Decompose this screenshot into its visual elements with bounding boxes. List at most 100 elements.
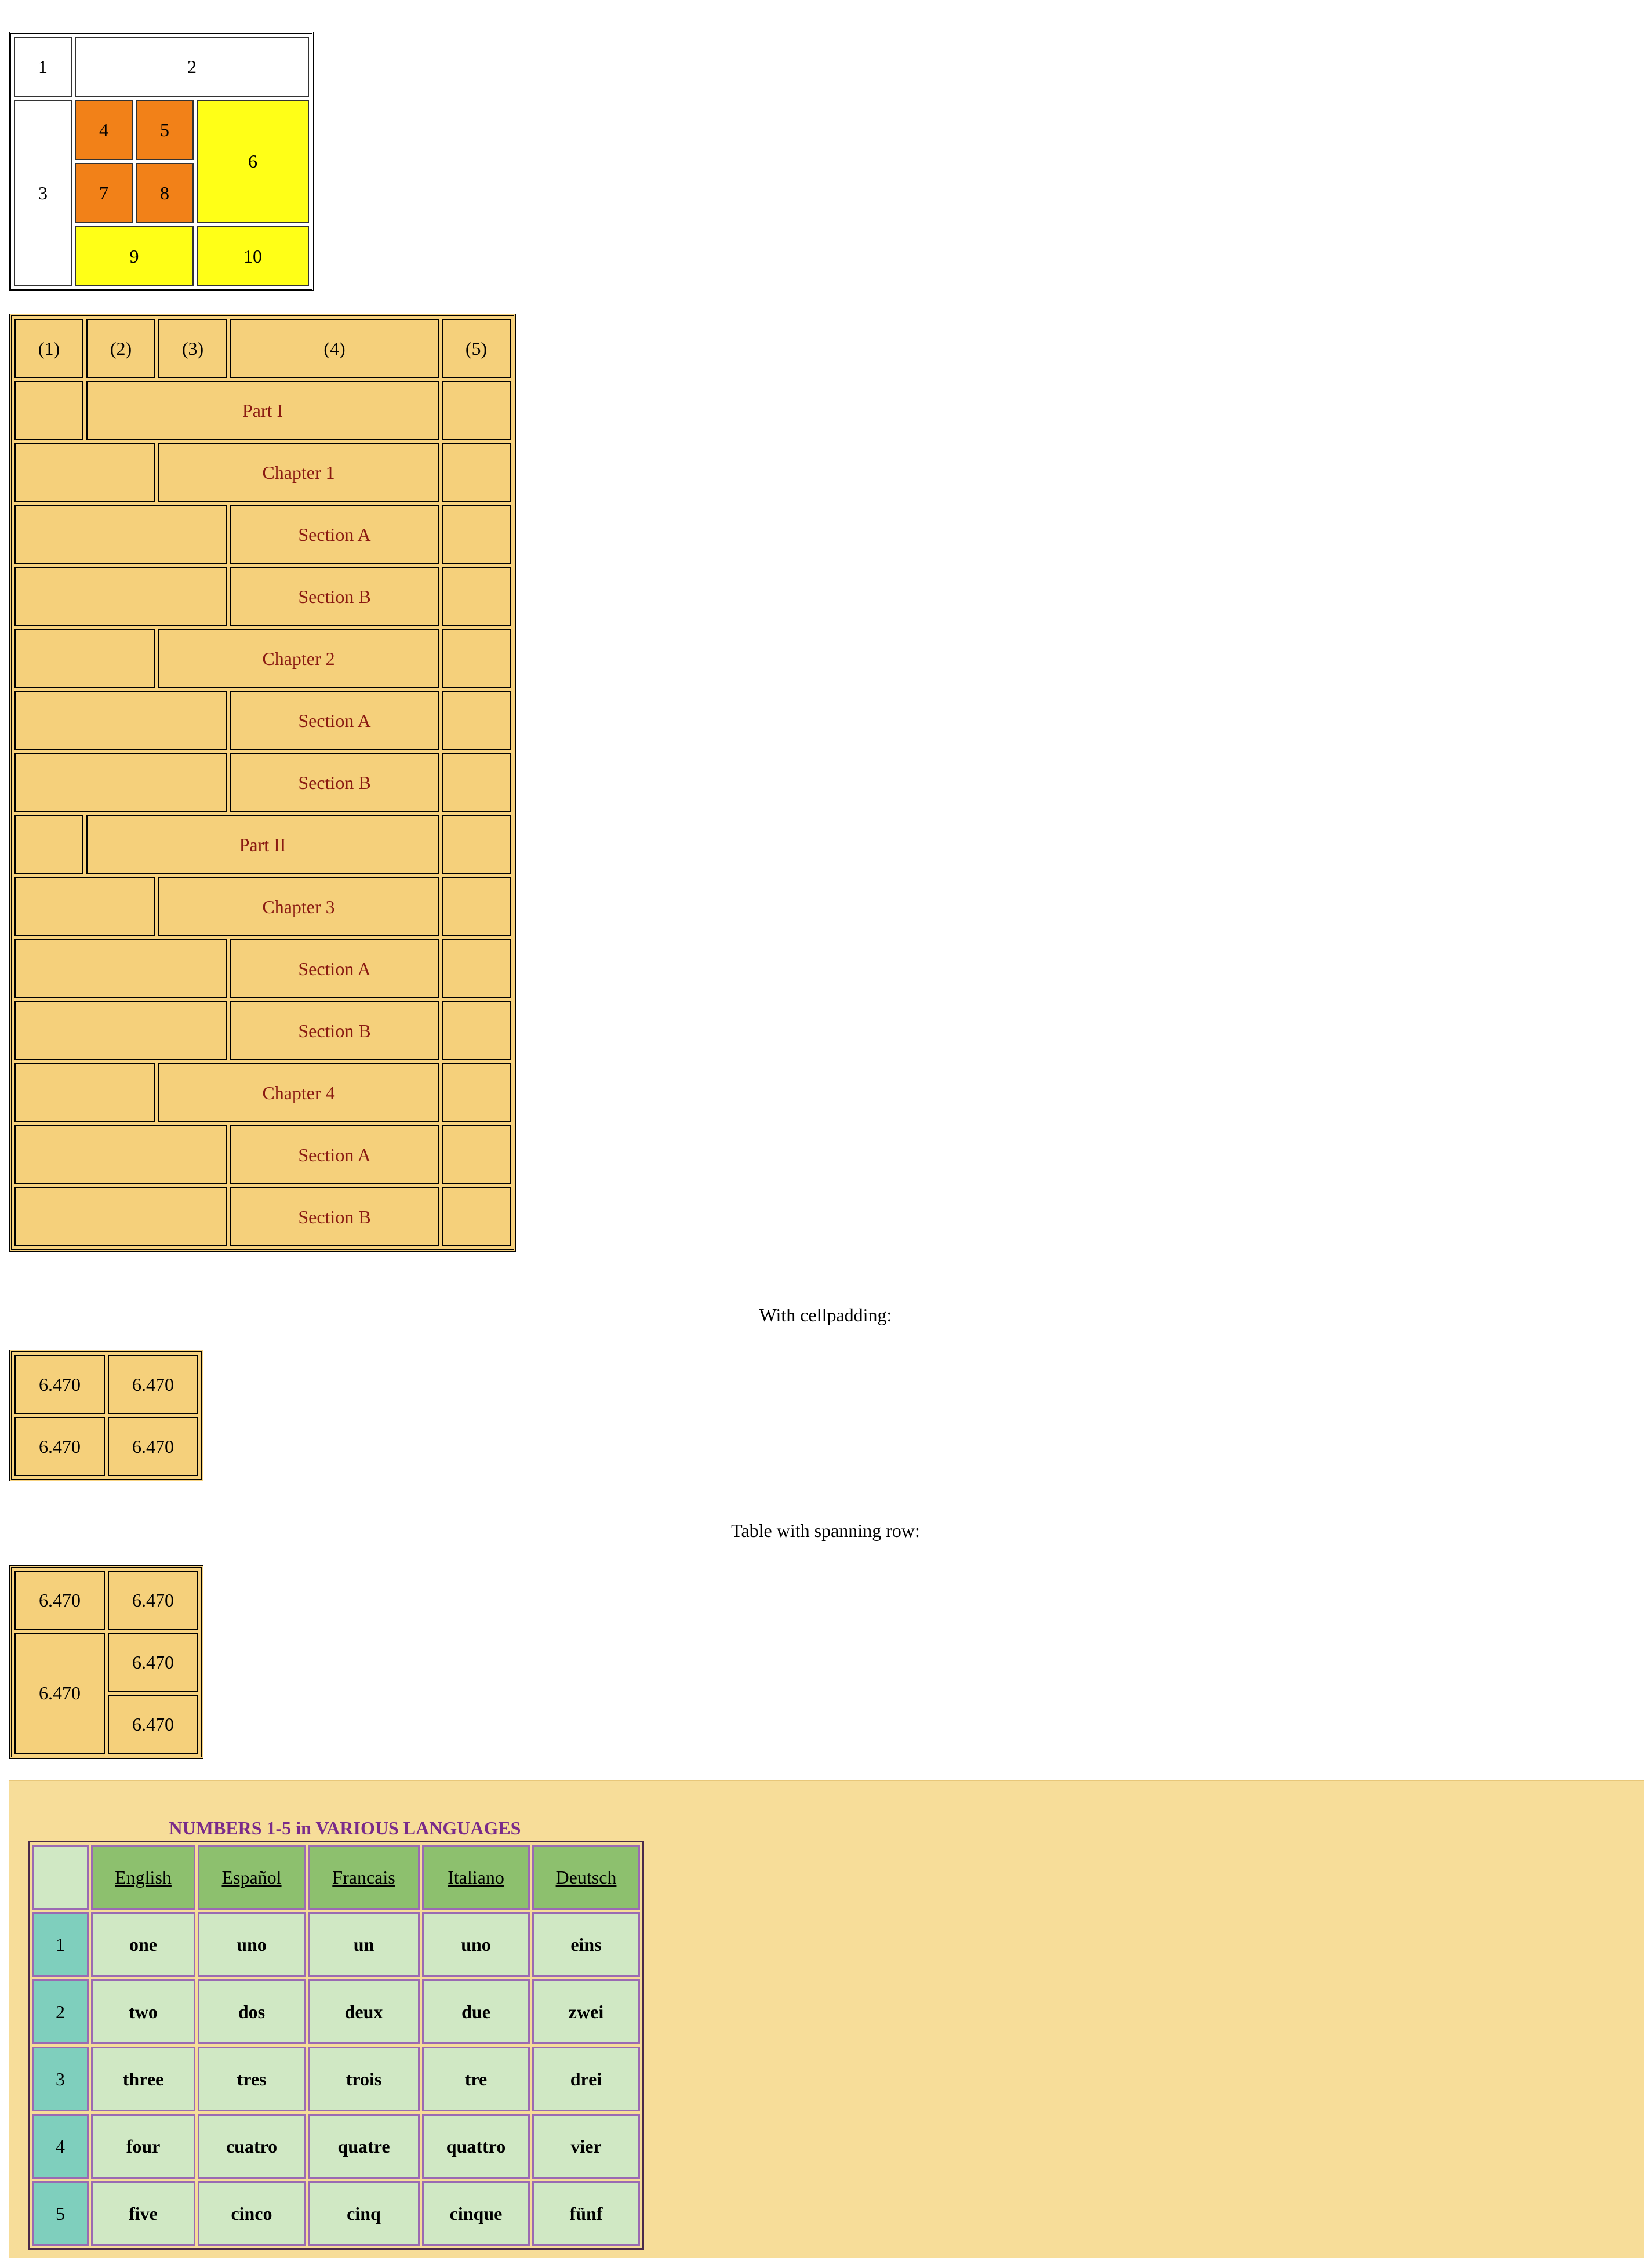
outline-label: Section A [230,505,439,564]
indent-cell [14,815,83,874]
word-cell: uno [198,1912,306,1977]
outline-row: Chapter 2 [14,629,511,688]
languages-title: NUMBERS 1-5 in VARIOUS LANGUAGES [169,1818,521,1838]
indent-cell [14,939,227,998]
column-header: (3) [158,319,227,378]
trailing-cell [442,1001,511,1060]
outline-row: Part II [14,815,511,874]
trailing-cell [442,815,511,874]
indent-cell [14,877,155,936]
column-header-francais[interactable]: Francais [308,1845,420,1910]
word-cell: one [91,1912,195,1977]
trailing-cell [442,753,511,812]
column-header: (4) [230,319,439,378]
word-cell: un [308,1912,420,1977]
languages-table: English Español Francais Italiano Deutsc… [28,1841,644,2250]
indent-cell [14,1063,155,1122]
outline-row: Section B [14,1001,511,1060]
word-cell: three [91,2047,195,2111]
column-header-italiano[interactable]: Italiano [422,1845,530,1910]
outline-label: Section A [230,1125,439,1184]
indent-cell [14,1187,227,1246]
word-cell: five [91,2181,195,2246]
outline-label: Section B [230,567,439,626]
word-cell: cuatro [198,2114,306,2179]
row-number: 4 [32,2114,89,2179]
word-cell: uno [422,1912,530,1977]
word-cell: due [422,1979,530,2044]
column-header-deutsch[interactable]: Deutsch [532,1845,640,1910]
word-cell: quatre [308,2114,420,2179]
column-header: (2) [86,319,155,378]
trailing-cell [442,381,511,440]
indent-cell [14,691,227,750]
trailing-cell [442,567,511,626]
cellpadding-table: 6.470 6.470 6.470 6.470 [9,1350,203,1481]
trailing-cell [442,1063,511,1122]
outline-row: Section A [14,1125,511,1184]
spanning-table: 6.470 6.470 6.470 6.470 6.470 [9,1565,203,1759]
column-header: (1) [14,319,83,378]
table-cell: 4 [75,100,133,160]
table-cell: 1 [14,37,72,97]
row-number: 2 [32,1979,89,2044]
column-header-espanol[interactable]: Español [198,1845,306,1910]
outline-row: Section A [14,691,511,750]
outline-label: Section B [230,1001,439,1060]
word-cell: trois [308,2047,420,2111]
table-cell: 7 [75,163,133,223]
trailing-cell [442,629,511,688]
table-cell: 6.470 [108,1355,198,1414]
trailing-cell [442,1125,511,1184]
word-cell: drei [532,2047,640,2111]
outline-row: Chapter 1 [14,443,511,502]
word-cell: vier [532,2114,640,2179]
word-cell: cinq [308,2181,420,2246]
column-header-english[interactable]: English [91,1845,195,1910]
trailing-cell [442,877,511,936]
word-cell: quattro [422,2114,530,2179]
outline-label: Chapter 4 [158,1063,439,1122]
row-number: 3 [32,2047,89,2111]
outline-row: Chapter 3 [14,877,511,936]
table-cell: 6.470 [14,1355,105,1414]
word-cell: eins [532,1912,640,1977]
table-cell: 6 [197,100,309,223]
outline-row: Section A [14,939,511,998]
word-cell: tre [422,2047,530,2111]
word-cell: cinque [422,2181,530,2246]
outline-label: Part I [86,381,439,440]
indent-cell [14,567,227,626]
row-number: 5 [32,2181,89,2246]
trailing-cell [442,1187,511,1246]
table-cell: 2 [75,37,309,97]
trailing-cell [442,443,511,502]
table-cell: 5 [136,100,194,160]
outline-row: Chapter 4 [14,1063,511,1122]
outline-label: Section A [230,691,439,750]
outline-row: Part I [14,381,511,440]
table-cell: 6.470 [14,1417,105,1476]
table-cell: 6.470 [108,1571,198,1630]
table-cell: 8 [136,163,194,223]
word-cell: two [91,1979,195,2044]
outline-row: Section B [14,753,511,812]
outline-label: Section A [230,939,439,998]
cellpadding-caption: With cellpadding: [759,1304,892,1325]
table-cell: 6.470 [14,1633,105,1754]
table-cell: 9 [75,226,194,286]
indent-cell [14,381,83,440]
outline-label: Chapter 3 [158,877,439,936]
word-cell: tres [198,2047,306,2111]
outline-row: Section B [14,1187,511,1246]
table-cell: 6.470 [108,1633,198,1692]
indent-cell [14,443,155,502]
indent-cell [14,1001,227,1060]
table-cell: 6.470 [14,1571,105,1630]
row-number: 1 [32,1912,89,1977]
